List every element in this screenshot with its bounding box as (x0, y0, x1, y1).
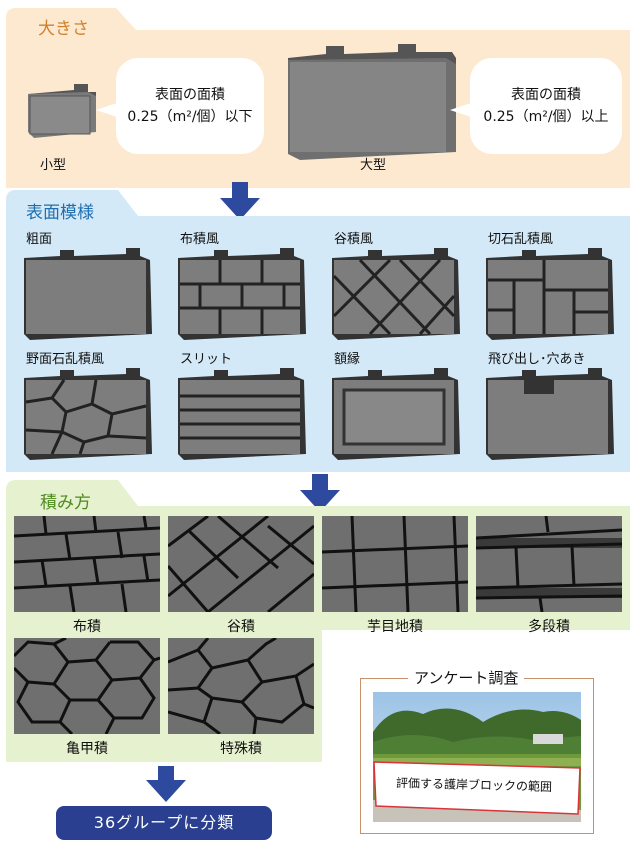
stack-tokushu-image (168, 638, 314, 734)
stacking-section-bg (6, 480, 630, 762)
small-note-line2: 0.25（m²/個）以下 (127, 109, 253, 125)
pattern-label-frame: 額縁 (334, 352, 361, 367)
stack-tadan-image (476, 516, 622, 612)
pattern-nozura-image (24, 368, 152, 460)
stack-imomeji-image (322, 516, 468, 612)
pattern-label-rough: 粗面 (26, 232, 53, 247)
large-bubble-pointer (450, 102, 474, 118)
survey-title: アンケート調査 (408, 667, 525, 688)
pattern-protrude-image (486, 368, 614, 460)
pattern-label-slit: スリット (180, 352, 233, 367)
large-note-line2: 0.25（m²/個）以上 (483, 109, 609, 125)
stack-tanizumi-image (168, 516, 314, 612)
stack-nunozumi-image (14, 516, 160, 612)
pattern-title: 表面模様 (26, 203, 94, 223)
down-arrow-icon (220, 182, 260, 220)
large-note-line1: 表面の面積 (511, 87, 581, 103)
stack-kikkou-image (14, 638, 160, 734)
pattern-label-nunozumi: 布積風 (180, 232, 220, 247)
stacking-section (6, 480, 630, 762)
small-note-bubble: 表面の面積 0.25（m²/個）以下 (116, 58, 264, 154)
small-label: 小型 (40, 158, 67, 173)
down-arrow-icon-2 (300, 474, 340, 512)
pattern-nunozumi-image (178, 248, 306, 340)
survey-range-highlight (373, 761, 581, 815)
pattern-section-bg (6, 190, 630, 472)
pattern-label-tanizumi: 谷積風 (334, 232, 374, 247)
stack-label-nunozumi: 布積 (73, 619, 101, 635)
pattern-label-kiriishi: 切石乱積風 (488, 232, 554, 247)
result-badge: 36グループに分類 (56, 806, 272, 840)
pattern-label-nozura: 野面石乱積風 (26, 352, 105, 367)
pattern-section (6, 190, 630, 472)
large-note-bubble: 表面の面積 0.25（m²/個）以上 (470, 58, 622, 154)
stack-label-imomeji: 芋目地積 (367, 619, 423, 635)
stacking-title: 積み方 (40, 493, 91, 513)
size-title: 大きさ (38, 19, 89, 39)
pattern-rough-image (24, 248, 152, 340)
down-arrow-icon-3 (146, 766, 186, 802)
pattern-slit-image (178, 368, 306, 460)
small-block-image (22, 80, 102, 148)
small-bubble-pointer (96, 102, 120, 118)
large-block-image (286, 44, 458, 166)
stack-label-tadan: 多段積 (528, 619, 570, 635)
small-note-line1: 表面の面積 (155, 87, 225, 103)
large-label: 大型 (360, 158, 387, 173)
pattern-label-protrude: 飛び出し･穴あき (488, 352, 586, 367)
pattern-frame-image (332, 368, 460, 460)
pattern-kiriishi-image (486, 248, 614, 340)
stack-label-tokushu: 特殊積 (220, 741, 262, 757)
pattern-tanizumi-image (332, 248, 460, 340)
stack-label-kikkou: 亀甲積 (66, 741, 108, 757)
stack-label-tanizumi: 谷積 (227, 619, 255, 635)
